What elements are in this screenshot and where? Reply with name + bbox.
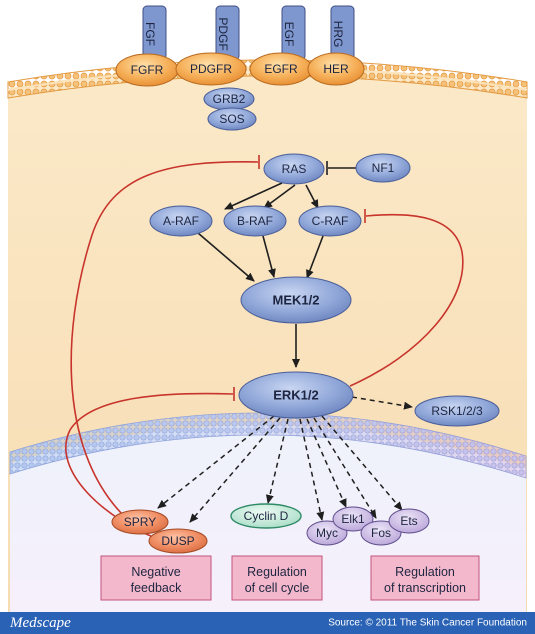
node-dusp: DUSP — [148, 528, 208, 554]
connections — [197, 182, 324, 368]
arrow-erk-rsk — [351, 396, 413, 410]
feedback-dusp-erk — [65, 392, 234, 542]
node-ras: RAS — [263, 153, 325, 185]
receptor-her-label: HER — [323, 62, 349, 76]
node-grb2-label: GRB2 — [213, 92, 246, 106]
arrow-araf-mek — [197, 232, 255, 282]
node-a-raf-label: A-RAF — [163, 214, 199, 228]
ligand-egf-label: EGF — [282, 22, 296, 47]
arrow-craf-mek — [306, 235, 324, 279]
node-sos-label: SOS — [219, 112, 244, 126]
node-myc: Myc — [306, 520, 348, 546]
receptor-egfr: EGFR — [249, 52, 313, 86]
source-credit: Source: © 2011 The Skin Cancer Foundatio… — [328, 618, 527, 629]
box-transcription-line1: Regulation — [395, 565, 455, 579]
ligand-egf: EGF — [281, 5, 306, 61]
node-elk1: Elk1 — [332, 506, 374, 532]
node-elk1-label: Elk1 — [341, 512, 365, 526]
footer-bar: Medscape Source: © 2011 The Skin Cancer … — [0, 612, 535, 634]
node-erk: ERK1/2 — [238, 371, 354, 419]
node-erk-label: ERK1/2 — [273, 388, 319, 403]
box-cell-cycle-line1: Regulation — [247, 565, 307, 579]
ligand-fgf-label: FGF — [143, 22, 157, 46]
node-c-raf-label: C-RAF — [312, 214, 349, 228]
receptor-pdgfr: PDGFR — [175, 52, 247, 86]
node-b-raf: B-RAF — [223, 205, 287, 237]
ligand-pdgf: PDGF — [215, 5, 240, 61]
erk-dashed-arrows — [157, 396, 413, 523]
box-negative-feedback-line2: feedback — [131, 581, 182, 595]
node-ras-label: RAS — [282, 162, 307, 176]
arrow-erk-dusp — [189, 417, 281, 523]
arrow-ras-craf — [305, 184, 319, 209]
node-nf1: NF1 — [355, 153, 411, 183]
node-dusp-label: DUSP — [161, 534, 194, 548]
node-rsk: RSK1/2/3 — [414, 395, 500, 427]
node-mek-label: MEK1/2 — [273, 293, 320, 308]
box-regulation-transcription: Regulation of transcription — [370, 555, 480, 601]
arrow-erk-ets — [321, 415, 403, 511]
node-a-raf: A-RAF — [149, 205, 213, 237]
box-negative-feedback: Negative feedback — [100, 555, 212, 601]
node-ets-label: Ets — [400, 514, 417, 528]
medscape-logo: Medscape — [9, 615, 71, 631]
node-nf1-label: NF1 — [372, 161, 395, 175]
node-spry-label: SPRY — [124, 515, 156, 529]
node-b-raf-label: B-RAF — [237, 214, 273, 228]
ligand-hrg-label: HRG — [331, 21, 345, 48]
box-transcription-line2: of transcription — [384, 581, 466, 595]
receptors: FGFR PDGFR EGFR HER — [115, 52, 365, 87]
receptor-egfr-label: EGFR — [264, 62, 298, 76]
arrow-erk-fos — [313, 417, 377, 519]
ligands: FGF PDGF EGF HRG — [142, 5, 355, 61]
node-sos: SOS — [207, 107, 257, 131]
feedback-erk-craf — [349, 213, 464, 387]
node-spry: SPRY — [111, 509, 169, 535]
arrow-ras-braf — [263, 184, 296, 209]
node-grb2: GRB2 — [203, 87, 255, 111]
node-cyclin-d: Cyclin D — [230, 503, 302, 529]
box-regulation-cell-cycle: Regulation of cell cycle — [231, 555, 323, 601]
box-cell-cycle-line2: of cell cycle — [245, 581, 310, 595]
arrow-erk-spry — [157, 415, 275, 509]
arrow-braf-mek — [262, 235, 276, 278]
arrow-ras-araf — [224, 182, 283, 210]
ligand-hrg: HRG — [330, 5, 355, 61]
node-ets: Ets — [388, 508, 430, 534]
ligand-pdgf-label: PDGF — [216, 17, 230, 50]
receptor-fgfr: FGFR — [115, 53, 179, 87]
box-negative-feedback-line1: Negative — [131, 565, 180, 579]
node-myc-label: Myc — [316, 526, 338, 540]
receptor-her: HER — [307, 52, 365, 86]
node-mek: MEK1/2 — [240, 276, 352, 324]
negative-feedback-loops — [65, 155, 464, 542]
receptor-fgfr-label: FGFR — [131, 63, 164, 77]
node-cyclin-d-label: Cyclin D — [244, 509, 289, 523]
arrow-erk-elk1 — [306, 418, 347, 508]
receptor-pdgfr-label: PDGFR — [190, 62, 232, 76]
ligand-fgf: FGF — [142, 5, 167, 61]
feedback-spry-ras — [70, 161, 259, 520]
node-rsk-label: RSK1/2/3 — [431, 404, 483, 418]
inhibition-nf1-ras — [326, 161, 356, 175]
node-c-raf: C-RAF — [298, 205, 362, 237]
node-fos-label: Fos — [371, 526, 391, 540]
